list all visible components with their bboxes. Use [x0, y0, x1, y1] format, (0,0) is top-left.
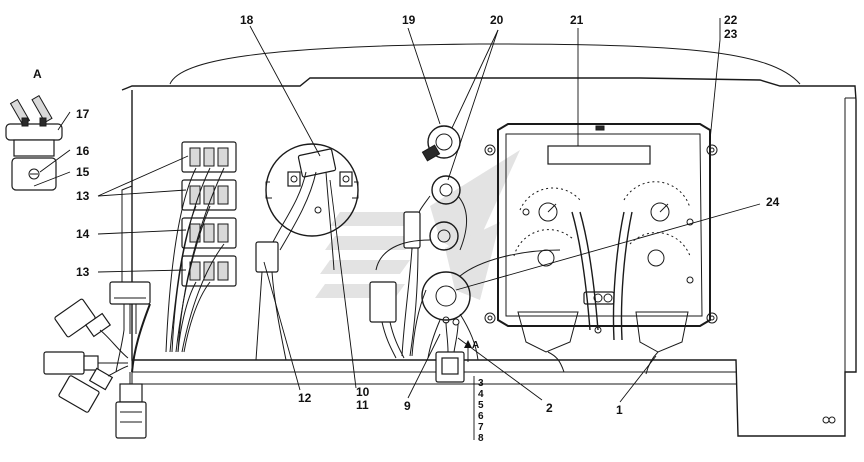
callout-5: 5: [478, 400, 484, 411]
callout-3: 3: [478, 378, 484, 389]
callout-1: 1: [616, 403, 623, 417]
callout-20: 20: [490, 13, 504, 27]
callout-12: 12: [298, 391, 312, 405]
callout-18: 18: [240, 13, 254, 27]
view-a-inset: [5, 95, 63, 191]
callout-22: 22: [724, 13, 738, 27]
callout-view-a: A: [33, 67, 42, 81]
instrument-cluster: [484, 123, 718, 375]
callout-9: 9: [404, 399, 411, 413]
leader-lines: [33, 18, 761, 440]
view-arrow-a: [464, 340, 472, 362]
callout-13-upper: 13: [76, 189, 90, 203]
callout-6: 6: [478, 411, 484, 422]
callout-7: 7: [478, 422, 484, 433]
callout-14: 14: [76, 227, 90, 241]
callout-11: 11: [356, 398, 369, 412]
callout-13-lower: 13: [76, 265, 90, 279]
callout-15: 15: [76, 165, 90, 179]
callout-16: 16: [76, 144, 90, 158]
central-sockets: [369, 125, 561, 361]
callout-23: 23: [724, 27, 738, 41]
callout-labels: A 17 16 15 13 14 13 18 19 20 21 22 23 24…: [33, 13, 780, 444]
switch-block: [165, 141, 237, 353]
round-gauge: [255, 143, 359, 361]
lower-connector: [435, 316, 465, 383]
callout-24: 24: [766, 195, 780, 209]
callout-10: 10: [356, 385, 370, 399]
connector-block-13: [109, 281, 151, 305]
harness-left: [43, 298, 151, 439]
callout-arrow-a: A: [472, 340, 479, 351]
callout-21: 21: [570, 13, 584, 27]
callout-4: 4: [478, 389, 484, 400]
callout-19: 19: [402, 13, 416, 27]
callout-8: 8: [478, 433, 484, 444]
callout-2: 2: [546, 401, 553, 415]
callout-17: 17: [76, 107, 90, 121]
